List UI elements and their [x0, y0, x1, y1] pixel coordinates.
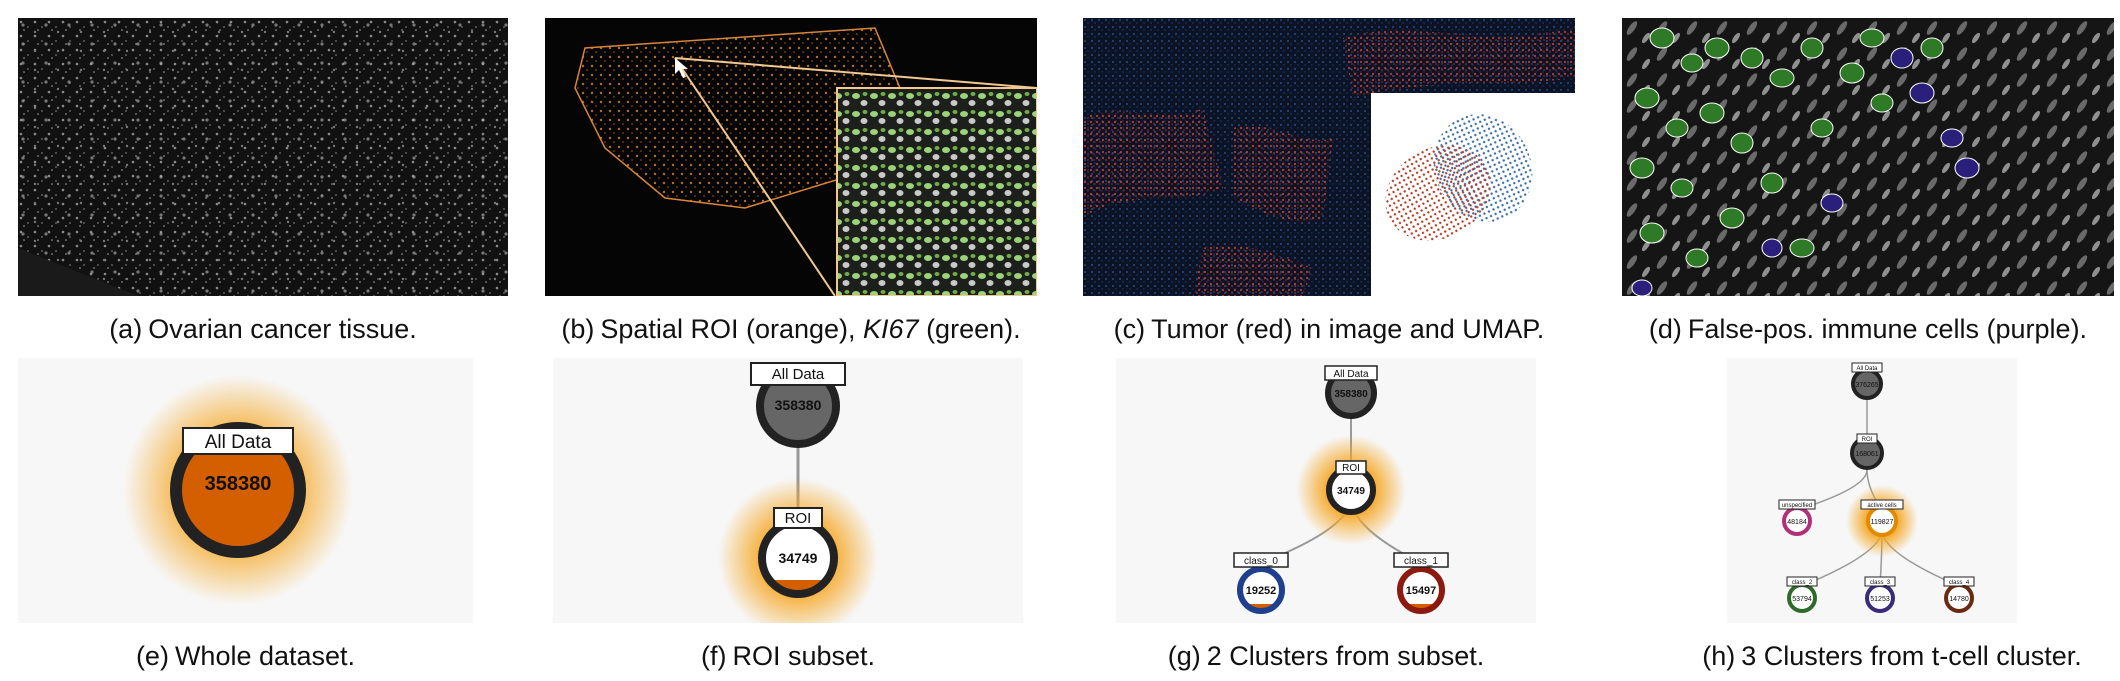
node-count: 34749 [1337, 486, 1365, 497]
node-label: class_3 [1870, 580, 1891, 586]
roi-polygon [574, 27, 901, 209]
node-count: 376265 [1855, 382, 1878, 389]
node-count: 119827 [1871, 519, 1894, 526]
immune-image-d [1622, 18, 2114, 296]
caption-b: (b)Spatial ROI (orange), KI67 (green). [561, 314, 1021, 344]
node-count: 48184 [1787, 519, 1807, 526]
caption-c: (c)Tumor (red) in image and UMAP. [1113, 314, 1545, 344]
tree-g: 358380 All Data 34749 ROI 19252 class_0 … [1116, 358, 1536, 623]
node-label: class_2 [1792, 580, 1813, 586]
node-count: 53794 [1792, 596, 1812, 603]
node-count: 34749 [779, 550, 818, 566]
tree-e-svg: 358380 All Data [123, 375, 353, 605]
node-label: class_0 [1244, 556, 1278, 567]
node-count: 358380 [205, 473, 272, 495]
node-label: class_1 [1404, 556, 1438, 567]
node-label: unspecified [1782, 503, 1812, 509]
tree-node-class-0[interactable]: 19252 class_0 [1233, 552, 1289, 614]
tree-node-class-1[interactable]: 15497 class_1 [1393, 552, 1449, 614]
tree-node-unspecified[interactable]: 48184 unspecified [1778, 499, 1816, 536]
zoom-inset [836, 87, 1037, 296]
tree-node-class-4[interactable]: 14780 class_4 [1943, 576, 1975, 613]
tree-node-root[interactable]: 358380 All Data [750, 362, 846, 448]
tree-f: 358380 All Data 34749 ROI [553, 358, 1023, 623]
roi-visual [574, 27, 1037, 296]
tree-node-roi[interactable]: 34749 ROI [1326, 460, 1376, 515]
immune-visual [1622, 18, 2114, 296]
tree-node-root[interactable]: 358380 All Data [170, 422, 306, 558]
cursor-icon [675, 58, 688, 78]
caption-h: (h)3 Clusters from t-cell cluster. [1702, 641, 2082, 671]
caption-f: (f)ROI subset. [700, 641, 876, 671]
tree-node-root[interactable]: 376265 All Data [1851, 362, 1883, 400]
tissue-image-a [18, 18, 508, 296]
tree-node-class-3[interactable]: 51253 class_3 [1864, 576, 1896, 613]
node-count: 358380 [1334, 389, 1368, 400]
tree-e: 358380 All Data [18, 358, 473, 623]
tree-node-class-2[interactable]: 53794 class_2 [1786, 576, 1818, 613]
tree-h-svg: 376265 All Data 168061 ROI 48184 unspeci… [1778, 362, 1975, 613]
node-count: 19252 [1246, 585, 1277, 597]
caption-d: (d)False-pos. immune cells (purple). [1648, 314, 2088, 344]
tree-h: 376265 All Data 168061 ROI 48184 unspeci… [1727, 358, 2017, 623]
node-count: 14780 [1949, 596, 1969, 603]
node-label: All Data [1333, 369, 1368, 380]
node-count: 15497 [1406, 585, 1437, 597]
node-count: 51253 [1870, 596, 1890, 603]
node-label: All Data [205, 432, 272, 453]
caption-g: (g)2 Clusters from subset. [1167, 641, 1485, 671]
node-label: ROI [785, 510, 812, 527]
node-label: active cells [1867, 503, 1896, 509]
caption-a: (a)Ovarian cancer tissue. [109, 314, 417, 344]
node-label: class_4 [1949, 580, 1970, 586]
node-label: ROI [1342, 463, 1360, 474]
tree-g-svg: 358380 All Data 34749 ROI 19252 class_0 … [1233, 365, 1449, 614]
tree-node-root[interactable]: 358380 All Data [1324, 365, 1378, 419]
tissue-texture [18, 18, 508, 296]
roi-image-b [545, 18, 1037, 296]
node-count: 358380 [775, 397, 822, 413]
caption-e: (e)Whole dataset. [135, 641, 356, 671]
node-count: 168061 [1855, 451, 1878, 458]
tree-node-roi[interactable]: 34749 ROI [758, 507, 838, 598]
node-label: All Data [772, 366, 825, 383]
tree-f-svg: 358380 All Data 34749 ROI [718, 362, 878, 623]
tree-node-roi[interactable]: 168061 ROI [1850, 433, 1884, 470]
node-label: ROI [1862, 437, 1873, 443]
tree-node-active-cells[interactable]: 119827 active cells [1860, 499, 1904, 537]
node-label: All Data [1856, 366, 1878, 372]
tumor-image-c [1083, 18, 1575, 296]
tumor-visual [1083, 18, 1575, 296]
